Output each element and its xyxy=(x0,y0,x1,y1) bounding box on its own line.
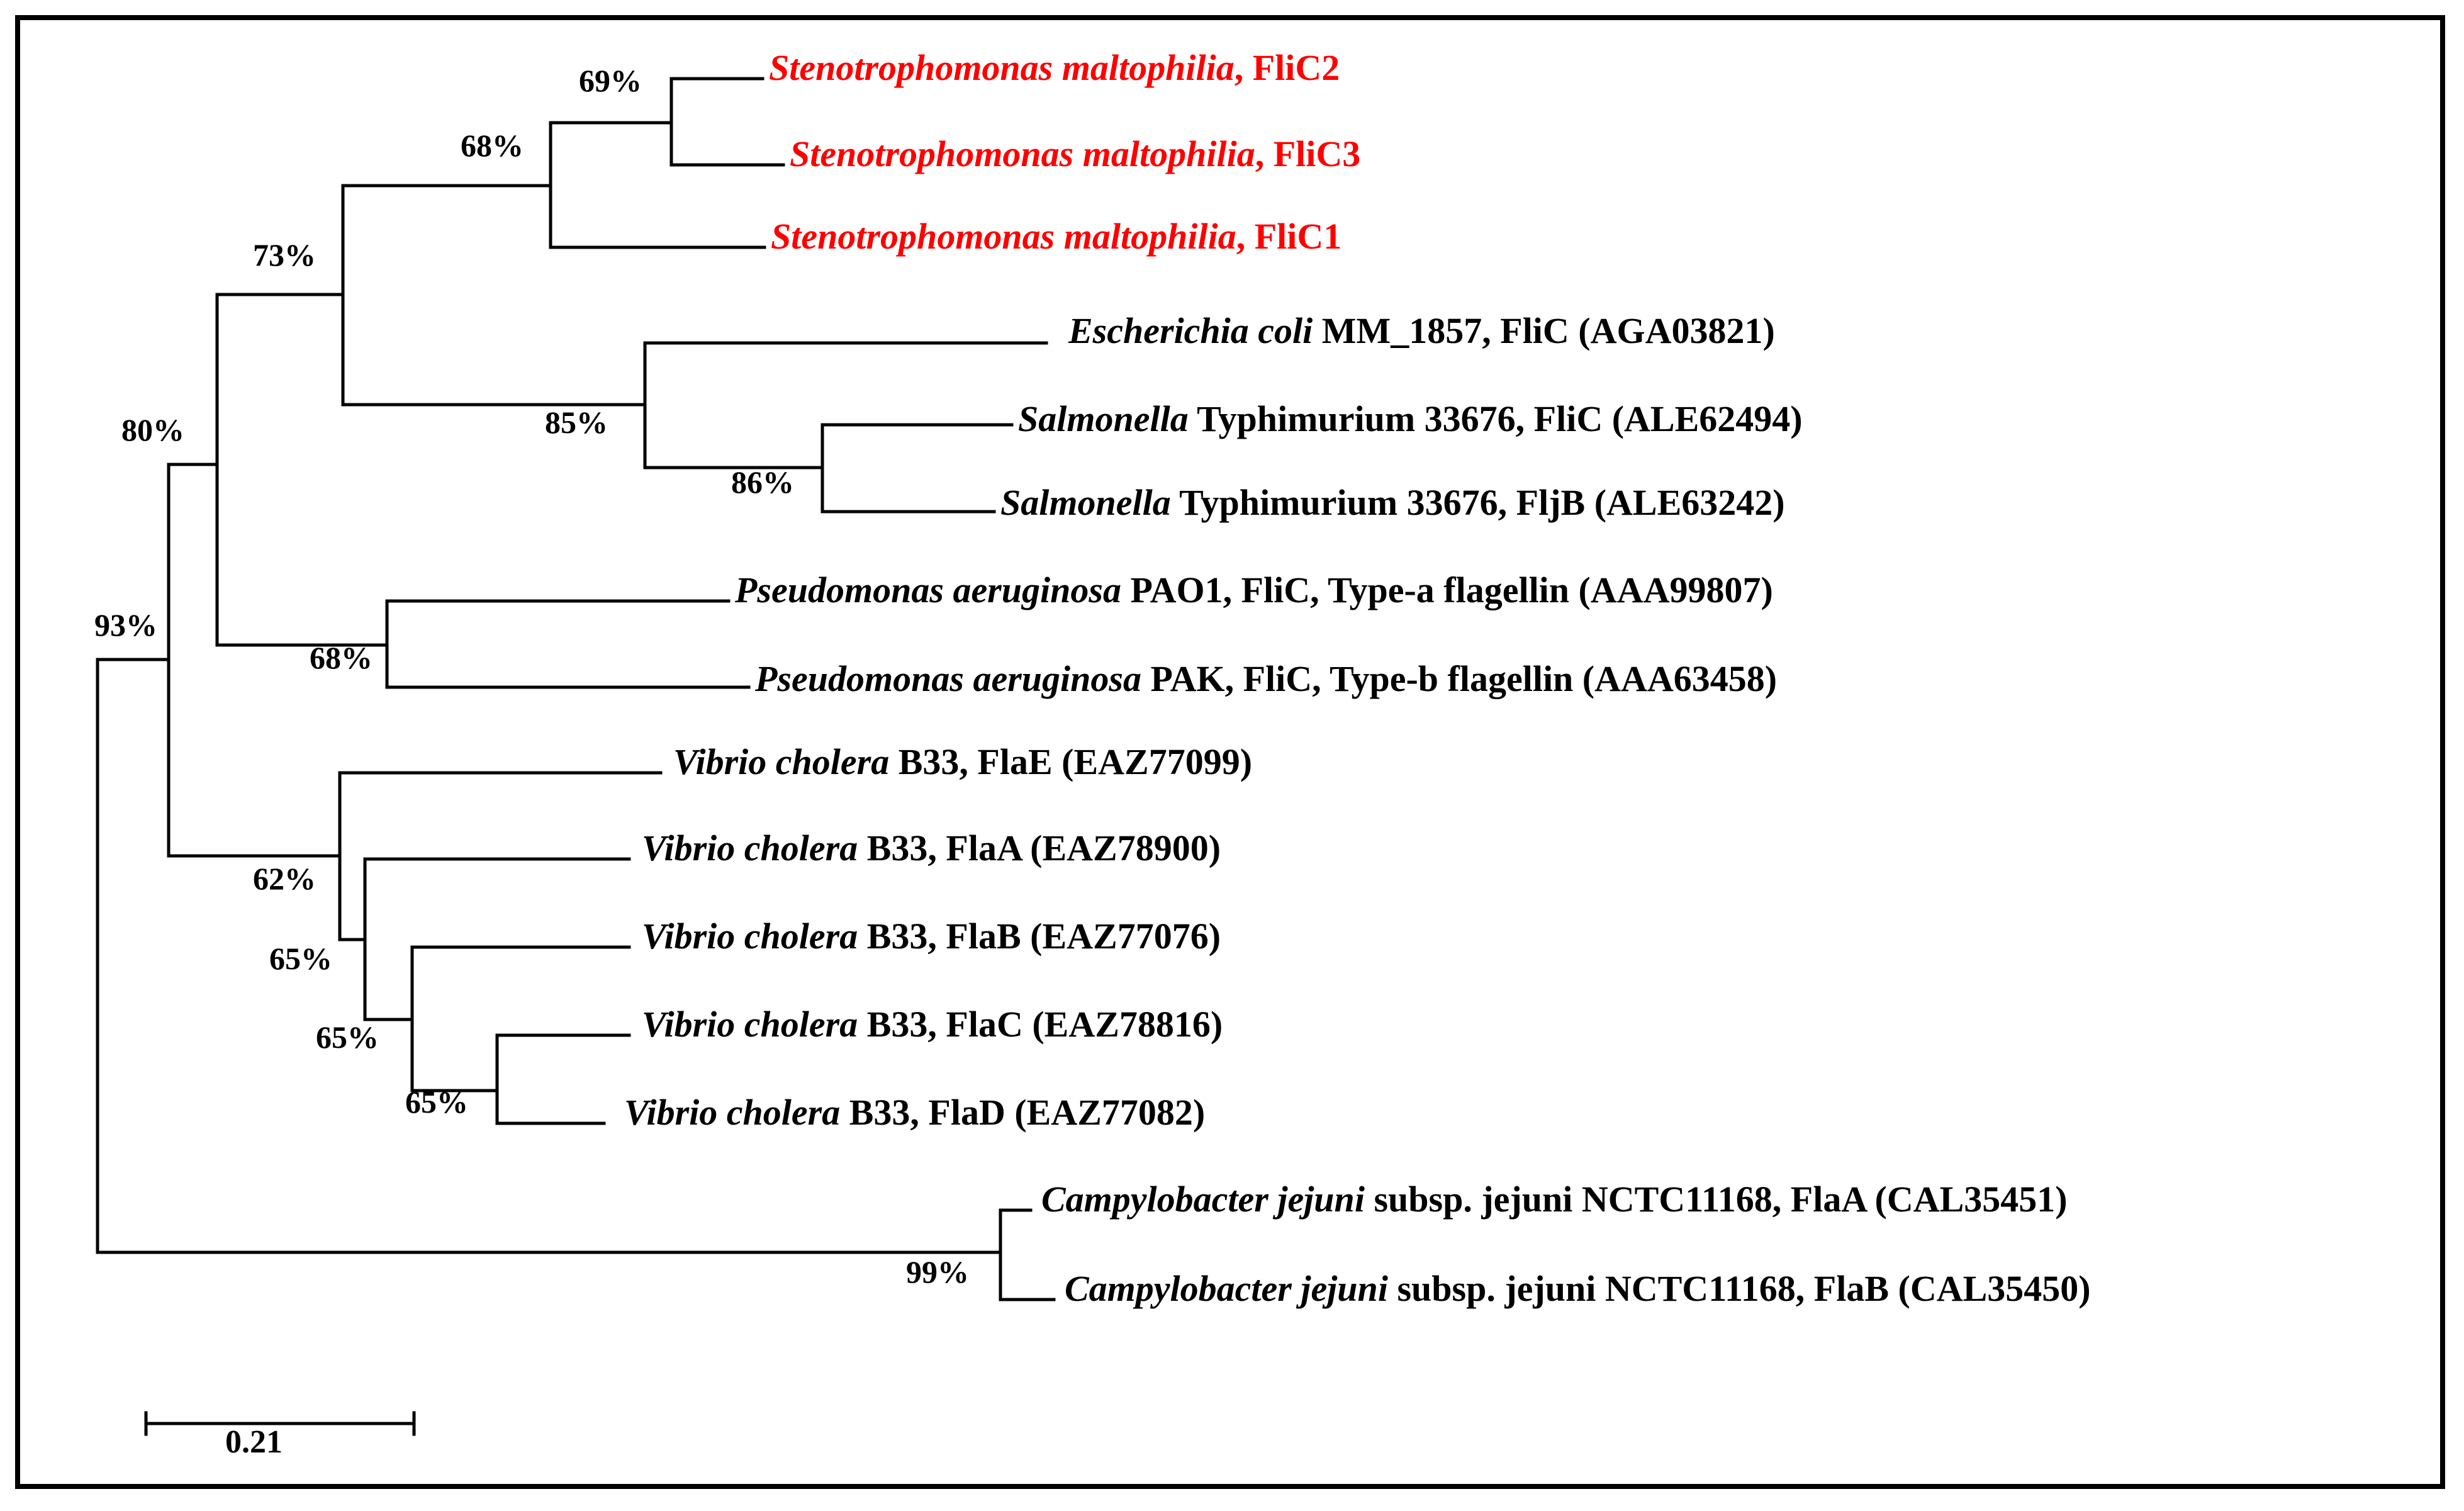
figure-frame xyxy=(15,15,2445,1489)
ecoli-salmonella-node xyxy=(643,341,1048,469)
root-node xyxy=(96,658,1002,1254)
leaf-label: Vibrio cholera B33, FlaA (EAZ78900) xyxy=(642,828,1221,868)
bootstrap-value: 93% xyxy=(94,607,157,643)
leaf-label: Vibrio cholera B33, FlaB (EAZ77076) xyxy=(642,916,1221,957)
leaf-label: Escherichia coli MM_1857, FliC (AGA03821… xyxy=(1068,310,1775,351)
bootstrap-value: 99% xyxy=(906,1254,969,1289)
vibrio-clade-node xyxy=(338,771,663,941)
leaf-labels: Stenotrophomonas maltophilia, FliC2 Sten… xyxy=(624,47,2091,1309)
campylobacter-node xyxy=(999,1208,1056,1301)
bootstrap-value: 68% xyxy=(461,128,524,163)
scale-bar: 0.21 xyxy=(144,1411,416,1460)
leaf-label: Salmonella Typhimurium 33676, FljB (ALE6… xyxy=(1000,482,1785,523)
stenotrophomonas-enterobacteria-node xyxy=(341,184,647,407)
pseudomonas-node xyxy=(385,599,751,689)
bootstrap-value: 68% xyxy=(310,640,372,675)
bootstrap-value: 85% xyxy=(545,405,608,440)
ingroup-node xyxy=(167,463,342,858)
leaf-label: Vibrio cholera B33, FlaE (EAZ77099) xyxy=(673,741,1252,782)
scale-bar-line xyxy=(144,1411,416,1436)
beta-gamma-node xyxy=(215,293,389,647)
leaf-label: Stenotrophomonas maltophilia, FliC2 xyxy=(769,47,1340,88)
leaf-label: Stenotrophomonas maltophilia, FliC3 xyxy=(790,133,1360,174)
stenotrophomonas-clade-node xyxy=(549,121,766,249)
leaf-label: Salmonella Typhimurium 33676, FliC (ALE6… xyxy=(1018,398,1803,439)
bootstrap-value: 80% xyxy=(121,412,184,447)
leaf-label: Campylobacter jejuni subsp. jejuni NCTC1… xyxy=(1041,1179,2068,1220)
bootstrap-labels: 69% 68% 73% 85% 86% 80% 68% 93% 62% 65% … xyxy=(94,63,969,1289)
salmonella-node xyxy=(820,423,1014,514)
bootstrap-value: 62% xyxy=(253,861,316,896)
vibrio-flaA-subclade-node xyxy=(363,857,631,1021)
scale-bar-label: 0.21 xyxy=(225,1424,283,1460)
leaf-label: Vibrio cholera B33, FlaC (EAZ78816) xyxy=(642,1004,1223,1045)
bootstrap-value: 73% xyxy=(253,237,316,272)
leaf-label: Stenotrophomonas maltophilia, FliC1 xyxy=(771,216,1341,257)
bootstrap-value: 65% xyxy=(405,1084,468,1120)
tree-branches xyxy=(96,77,1056,1301)
bootstrap-value: 65% xyxy=(269,941,332,976)
bootstrap-value: 86% xyxy=(731,464,794,500)
vibrio-flaC-flaD-node xyxy=(495,1033,631,1125)
leaf-label: Pseudomonas aeruginosa PAO1, FliC, Type-… xyxy=(734,570,1773,610)
vibrio-flaB-subclade-node xyxy=(410,945,631,1093)
leaf-label: Campylobacter jejuni subsp. jejuni NCTC1… xyxy=(1065,1268,2091,1309)
leaf-label: Pseudomonas aeruginosa PAK, FliC, Type-b… xyxy=(754,658,1777,699)
bootstrap-value: 65% xyxy=(316,1020,379,1055)
fliC2-fliC3-node xyxy=(669,77,785,167)
leaf-label: Vibrio cholera B33, FlaD (EAZ77082) xyxy=(624,1092,1205,1133)
bootstrap-value: 69% xyxy=(579,63,642,98)
